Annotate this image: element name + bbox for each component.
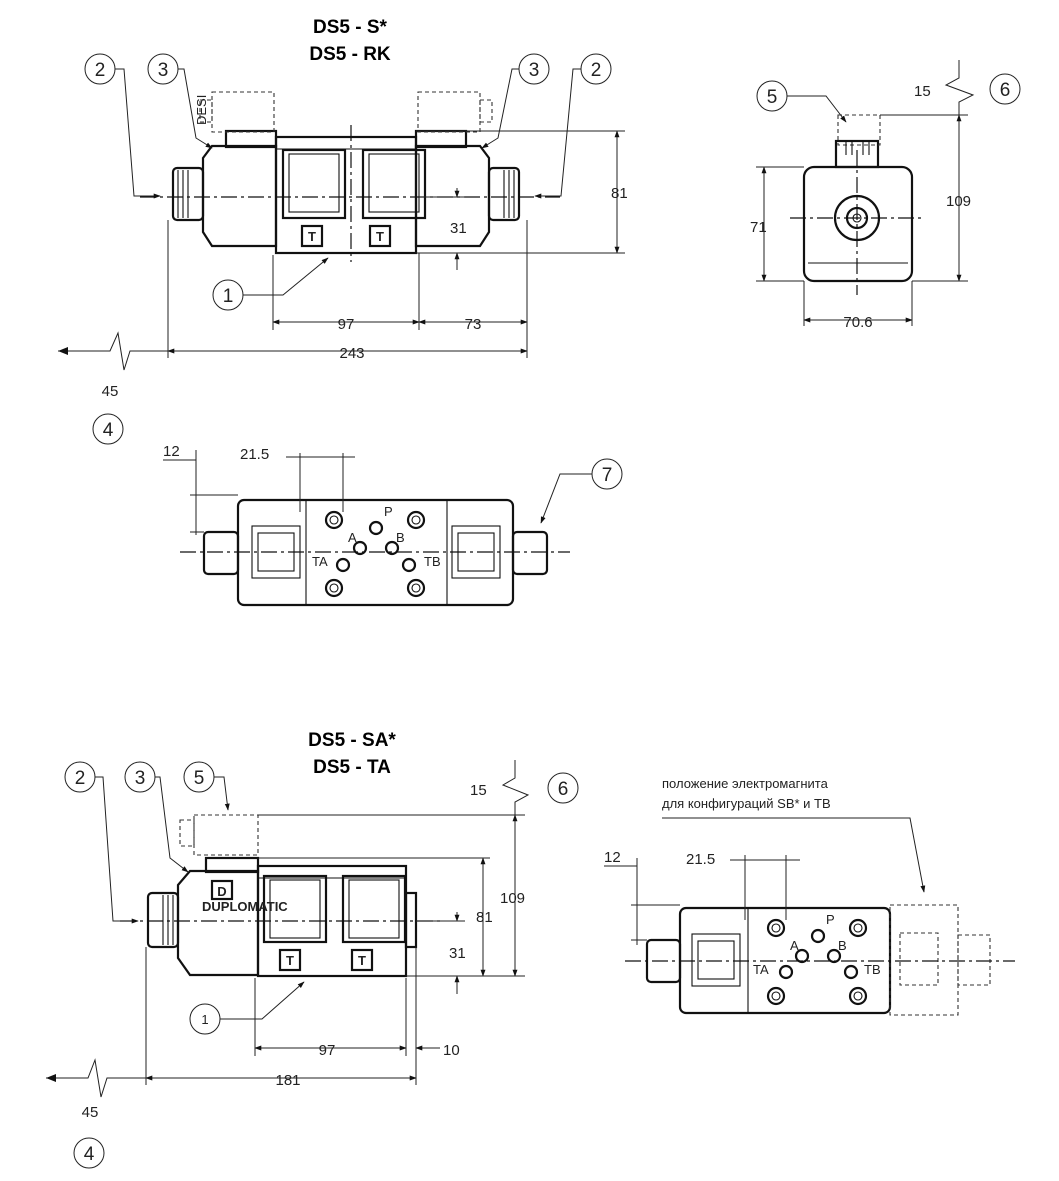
dim-97-b: 97	[319, 1042, 336, 1059]
svg-text:P: P	[826, 912, 835, 927]
svg-text:1: 1	[223, 286, 234, 307]
dim-31: 31	[450, 220, 467, 237]
svg-text:3: 3	[135, 768, 146, 789]
port-label-t-left: T	[308, 229, 316, 244]
top-front-dimensions: 81 31 97 73 243 45	[58, 130, 628, 400]
svg-text:3: 3	[158, 60, 169, 81]
bottom-front-view: T T D DUPLOMATIC	[120, 814, 440, 978]
svg-text:DESI: DESI	[194, 95, 209, 125]
svg-text:2: 2	[75, 768, 86, 789]
svg-text:3: 3	[529, 60, 540, 81]
dim-81: 81	[611, 185, 628, 202]
svg-text:5: 5	[194, 768, 205, 789]
svg-text:5: 5	[767, 87, 778, 108]
svg-text:D: D	[217, 884, 226, 899]
callout-6	[989, 73, 1021, 105]
port-a: A	[348, 530, 357, 545]
svg-text:B: B	[838, 938, 847, 953]
port-tb: TB	[424, 554, 441, 569]
top-side-view	[790, 114, 925, 295]
top-plan-view: P A B TA TB	[180, 498, 570, 607]
port-ta: TA	[312, 554, 328, 569]
dim-70-6: 70.6	[843, 314, 872, 331]
title-ds5-rk: DS5 - RK	[309, 44, 391, 65]
svg-text:T: T	[358, 953, 366, 968]
brand-text: DUPLOMATIC	[202, 899, 288, 914]
dim-71: 71	[750, 219, 767, 236]
dim-81-b: 81	[476, 909, 493, 926]
svg-text:4: 4	[84, 1144, 95, 1165]
top-side-dimensions: 109 15 71 70.6	[750, 60, 975, 331]
dim-45: 45	[102, 383, 119, 400]
dim-12: 12	[163, 443, 180, 460]
dim-97: 97	[338, 316, 355, 333]
bottom-plan-dimensions: 12 21.5	[604, 849, 800, 945]
svg-text:7: 7	[602, 465, 613, 486]
svg-text:6: 6	[1000, 80, 1011, 101]
svg-text:2: 2	[591, 60, 602, 81]
note-line-1: положение электромагнита	[662, 776, 829, 791]
port-p: P	[384, 504, 393, 519]
port-label-t-right: T	[376, 229, 384, 244]
title-ds5-sa: DS5 - SA*	[308, 730, 396, 751]
dim-21-5: 21.5	[240, 446, 269, 463]
top-front-view: DESI T T	[140, 91, 560, 262]
top-plan-dimensions: 12 21.5 7	[163, 443, 623, 535]
dim-109: 109	[946, 193, 971, 210]
title-ds5-ta: DS5 - TA	[313, 757, 391, 778]
dim-10: 10	[443, 1042, 460, 1059]
dim-109-b: 109	[500, 890, 525, 907]
svg-text:4: 4	[103, 420, 114, 441]
dim-181: 181	[275, 1072, 300, 1089]
bottom-plan-view: положение электромагнита для конфигураци…	[625, 776, 1015, 1016]
top-side-callouts: 5 6	[756, 73, 1021, 123]
dim-243: 243	[339, 345, 364, 362]
svg-text:1: 1	[201, 1012, 208, 1027]
brand-logo	[210, 879, 234, 901]
dim-15: 15	[914, 83, 931, 100]
bottom-front-dimensions: 81 109 15 31 97 10 181 45	[46, 760, 530, 1121]
dim-12-b: 12	[604, 849, 621, 866]
dim-73: 73	[465, 316, 482, 333]
svg-text:6: 6	[558, 779, 569, 800]
dim-21-5-b: 21.5	[686, 851, 715, 868]
svg-text:A: A	[790, 938, 799, 953]
svg-text:2: 2	[95, 60, 106, 81]
top-front-callouts: 2 3 3 2 1 4	[84, 53, 612, 445]
title-ds5-s: DS5 - S*	[313, 17, 388, 38]
svg-text:TA: TA	[753, 962, 769, 977]
svg-text:T: T	[286, 953, 294, 968]
note-line-2: для конфигураций SB* и TB	[662, 796, 831, 811]
dim-15-b: 15	[470, 782, 487, 799]
dim-31-b: 31	[449, 945, 466, 962]
svg-text:TB: TB	[864, 962, 881, 977]
callout-4	[92, 413, 124, 445]
dim-45-b: 45	[82, 1104, 99, 1121]
port-b: B	[396, 530, 405, 545]
bottom-front-callouts: 2 3 5 6 1 4	[64, 761, 579, 1169]
